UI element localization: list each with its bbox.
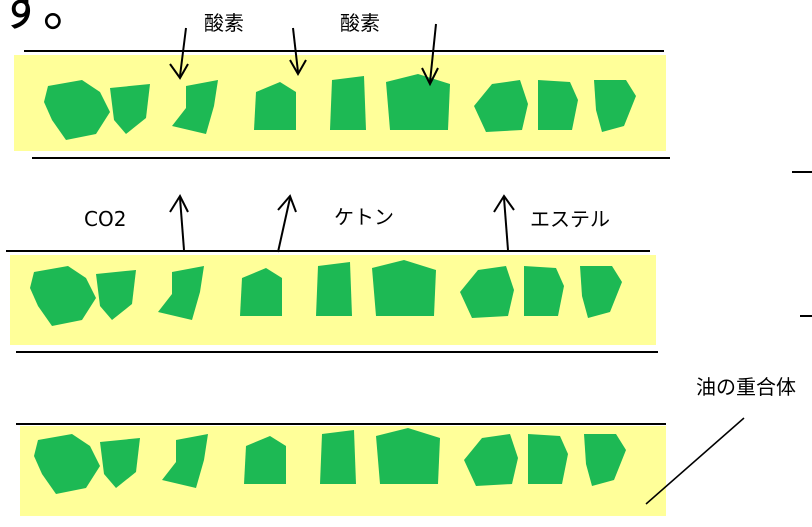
co2-label: CO2 [84, 207, 126, 231]
ketone-arrow [277, 197, 291, 253]
oxygen-label-1: 酸素 [204, 11, 244, 35]
oxygen-arrow [292, 27, 299, 73]
oxygen-arrow [179, 27, 187, 77]
oxygen-label-2: 酸素 [340, 11, 380, 35]
ester-arrow [503, 197, 509, 251]
stage-3: 油の重合体 [16, 375, 796, 516]
ester-label: エステル [530, 207, 610, 231]
stage-1: 酸素 酸素 [14, 11, 670, 159]
ketone-label: ケトン [334, 205, 394, 229]
stage-2: CO2 ケトン エステル [6, 193, 658, 353]
polymer-pointer-line [645, 417, 745, 505]
oxygen-arrow [429, 23, 437, 83]
polymer-label: 油の重合体 [696, 375, 796, 399]
heading-fragment: す。 [0, 0, 95, 39]
co2-arrow [179, 197, 185, 251]
